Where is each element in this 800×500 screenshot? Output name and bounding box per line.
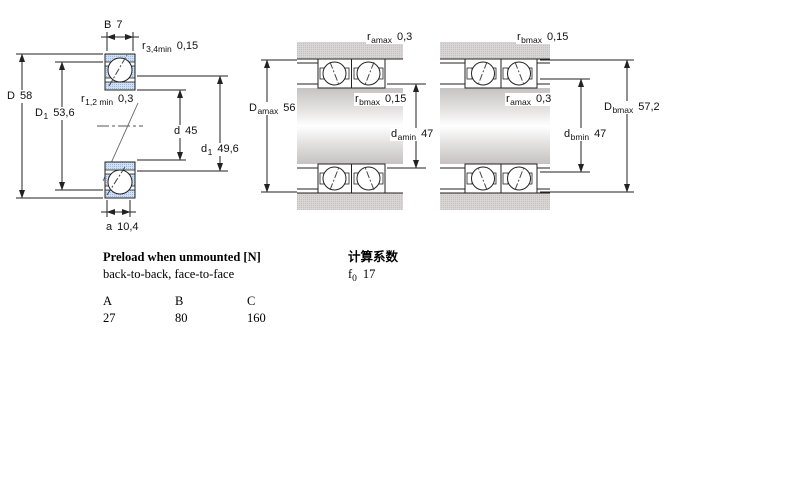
bearing-pair-bottom xyxy=(317,163,386,194)
housing-band-bottom xyxy=(297,193,403,210)
bearing-pair-top xyxy=(464,58,538,89)
bearing-section-bottom xyxy=(104,161,136,199)
bearing-pair-bottom xyxy=(464,163,538,194)
housing-band-top xyxy=(297,42,403,59)
paired-bearing-diagram-a xyxy=(261,42,426,210)
housing-band-top xyxy=(440,42,550,59)
bearing-pair-top xyxy=(317,58,386,89)
housing-band-bottom xyxy=(440,193,550,210)
ball-bottom xyxy=(107,169,133,195)
bearing-section-top xyxy=(104,53,136,91)
calc-factor-title: 计算系数 xyxy=(348,250,399,264)
preload-modes: back-to-back, face-to-face xyxy=(103,267,235,281)
ball-top xyxy=(107,57,133,83)
preload-title: Preload when unmounted [N] xyxy=(103,250,261,264)
paired-bearing-diagram-b xyxy=(440,42,634,210)
